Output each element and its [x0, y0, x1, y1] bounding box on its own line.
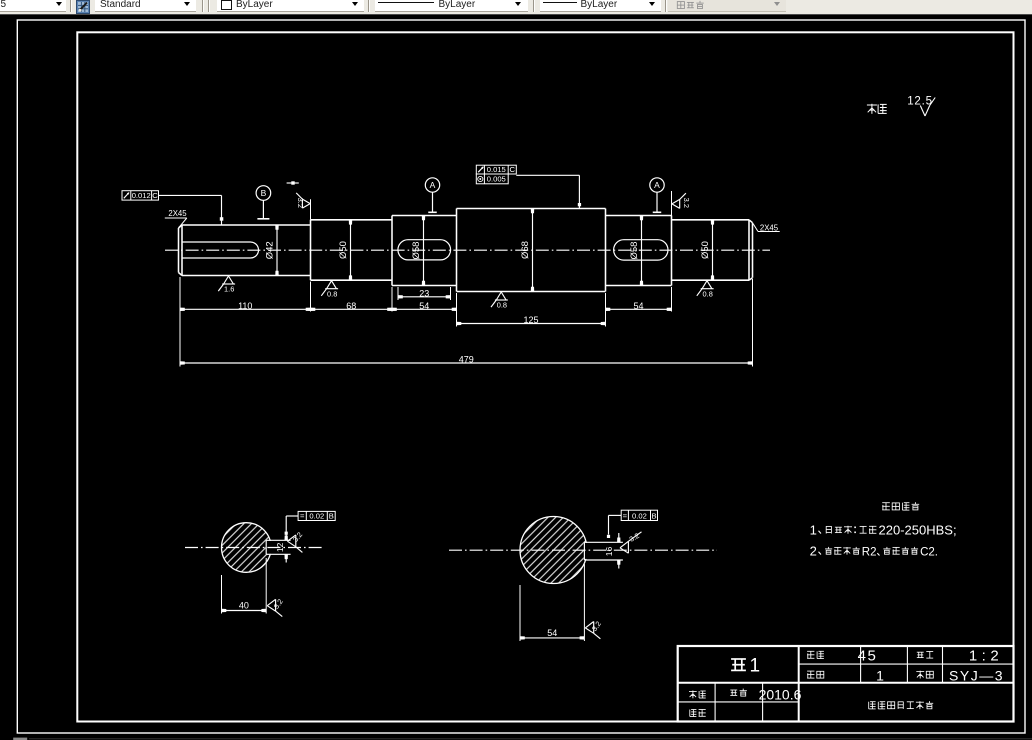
svg-text:54: 54	[547, 628, 557, 638]
svg-text:C: C	[152, 191, 158, 200]
svg-text:3.2: 3.2	[291, 530, 304, 543]
svg-text:0.02: 0.02	[309, 511, 324, 520]
svg-text:54: 54	[633, 301, 643, 311]
svg-text:0.015: 0.015	[487, 165, 506, 174]
svg-text:2X45: 2X45	[760, 224, 779, 233]
svg-text:B: B	[261, 188, 267, 198]
svg-text:3.2: 3.2	[682, 198, 691, 208]
svg-text:0.012: 0.012	[132, 191, 151, 200]
svg-text:479: 479	[459, 355, 474, 365]
svg-text:B: B	[651, 511, 656, 520]
svg-text:110: 110	[238, 301, 252, 311]
svg-text:0.8: 0.8	[327, 289, 337, 298]
svg-text:1: 1	[876, 668, 884, 684]
svg-text:Ø68: Ø68	[520, 241, 531, 259]
svg-text:=: =	[623, 511, 628, 520]
svg-text:0.005: 0.005	[487, 175, 506, 184]
svg-text:16: 16	[604, 547, 614, 557]
svg-text:C2.: C2.	[920, 547, 938, 559]
svg-text:23: 23	[419, 289, 429, 299]
svg-text:1.6: 1.6	[224, 285, 234, 294]
svg-text:1: 1	[750, 656, 761, 677]
svg-text:2: 2	[810, 544, 817, 559]
svg-text:Ø58: Ø58	[629, 242, 640, 260]
svg-text:0.8: 0.8	[703, 289, 713, 298]
svg-text:3.2: 3.2	[296, 198, 305, 208]
svg-text:54: 54	[419, 301, 429, 311]
svg-text:125: 125	[523, 315, 538, 325]
svg-text:Ø42: Ø42	[265, 241, 276, 259]
svg-text:2010.6: 2010.6	[759, 687, 802, 703]
svg-text:Ø50: Ø50	[338, 241, 349, 259]
svg-text:0.8: 0.8	[497, 301, 507, 310]
svg-text:68: 68	[346, 301, 356, 311]
svg-text:B: B	[329, 511, 334, 520]
svg-text:12: 12	[275, 542, 285, 552]
svg-text:40: 40	[239, 601, 249, 611]
svg-text:45: 45	[858, 648, 878, 665]
svg-text:A: A	[430, 180, 436, 190]
svg-text:0.02: 0.02	[632, 511, 647, 520]
svg-text:3.2: 3.2	[590, 619, 603, 632]
svg-text:1:2: 1:2	[969, 648, 1003, 665]
svg-text:1: 1	[810, 523, 817, 538]
svg-text:220-250HBS;: 220-250HBS;	[879, 523, 957, 538]
svg-text:12.5: 12.5	[907, 95, 933, 107]
svg-text:3.2: 3.2	[628, 531, 641, 544]
svg-text:Ø50: Ø50	[700, 241, 711, 259]
svg-text:2X45: 2X45	[168, 209, 187, 218]
svg-text:R2: R2	[862, 547, 877, 559]
svg-text:=: =	[300, 511, 305, 520]
svg-text:Ø58: Ø58	[411, 242, 422, 260]
svg-text:3.2: 3.2	[272, 597, 285, 610]
svg-text:SYJ—3: SYJ—3	[949, 668, 1004, 684]
svg-text:A: A	[654, 180, 660, 190]
svg-text:C: C	[510, 165, 516, 174]
